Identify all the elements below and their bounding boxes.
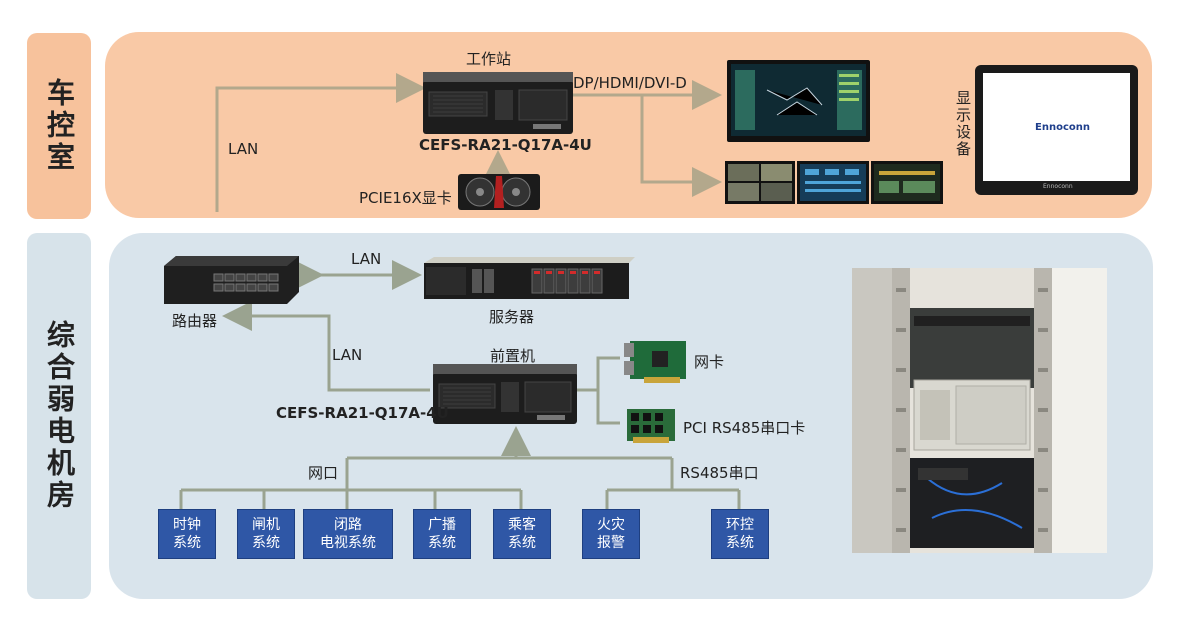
subsystem-name: 闭路	[334, 517, 362, 533]
workstation-title: 工作站	[466, 50, 512, 68]
subsystem-name: 系统	[428, 535, 456, 551]
subsystem-environment: 环控系统	[711, 509, 769, 559]
serial-card-link-line	[596, 390, 620, 425]
subsystem-name: 闸机	[252, 517, 280, 533]
display-brand-bezel: Ennoconn	[1043, 183, 1073, 190]
lan-label-workstation: LAN	[228, 140, 259, 158]
subsystem-name: 系统	[508, 535, 536, 551]
subsystem-name: 报警	[597, 535, 625, 551]
control-monitor-icon	[797, 161, 869, 204]
subsystem-name: 时钟	[173, 517, 201, 533]
status-monitor-icon	[871, 161, 943, 204]
serial-card-label: PCI RS485串口卡	[683, 419, 806, 437]
workstation-model: CEFS-RA21-Q17A-4U	[419, 136, 592, 154]
subsystem-name: 电视系统	[320, 535, 376, 551]
serial-card-icon	[627, 407, 675, 443]
frontend-router-lan-label: LAN	[332, 346, 363, 364]
video-output-label: DP/HDMI/DVI-D	[573, 74, 687, 92]
control-room-side-label: 车控室	[27, 33, 91, 219]
frontend-title: 前置机	[490, 347, 536, 365]
nic-icon	[624, 337, 686, 383]
equipment-room-label: 综合弱电机房	[43, 320, 76, 512]
gpu-icon	[458, 172, 540, 212]
frontend-model: CEFS-RA21-Q17A-4U	[276, 404, 449, 422]
server-rack-photo	[852, 268, 1107, 553]
frontend-router-line	[222, 301, 430, 392]
subsystem-name: 环控	[726, 517, 754, 533]
subsystem-name: 系统	[252, 535, 280, 551]
server-icon	[424, 257, 635, 299]
subsystem-passenger: 乘客系统	[493, 509, 551, 559]
display-device-label: 显示设备	[954, 90, 972, 158]
subsystem-name: 火灾	[597, 517, 625, 533]
nic-link-line	[577, 356, 620, 392]
video-output-branch-line	[640, 95, 722, 197]
subsystem-broadcast: 广播系统	[413, 509, 471, 559]
ethernet-bus-label: 网口	[308, 464, 339, 482]
workstation-icon	[423, 72, 573, 134]
control-room-label: 车控室	[43, 78, 76, 174]
gpu-label: PCIE16X显卡	[359, 189, 452, 207]
scada-monitor-icon	[727, 60, 870, 142]
subsystem-name: 乘客	[508, 517, 536, 533]
display-panel-icon	[975, 65, 1138, 195]
display-brand: Ennoconn	[1035, 122, 1090, 133]
rs485-bus-label: RS485串口	[680, 464, 759, 482]
nic-label: 网卡	[694, 353, 725, 371]
subsystem-cctv: 闭路电视系统	[303, 509, 393, 559]
subsystem-name: 广播	[428, 517, 456, 533]
server-label: 服务器	[489, 308, 535, 326]
lan-line-workstation	[215, 73, 426, 212]
cctv-monitor-icon	[725, 161, 795, 204]
frontend-server-icon	[433, 364, 577, 424]
subsystem-name: 系统	[726, 535, 754, 551]
router-icon	[164, 256, 299, 304]
equipment-room-side-label: 综合弱电机房	[27, 233, 91, 599]
subsystem-clock: 时钟系统	[158, 509, 216, 559]
subsystem-gate: 闸机系统	[237, 509, 295, 559]
router-server-lan-label: LAN	[351, 250, 382, 268]
subsystem-fire-alarm: 火灾报警	[582, 509, 640, 559]
subsystem-name: 系统	[173, 535, 201, 551]
router-label: 路由器	[172, 312, 218, 330]
